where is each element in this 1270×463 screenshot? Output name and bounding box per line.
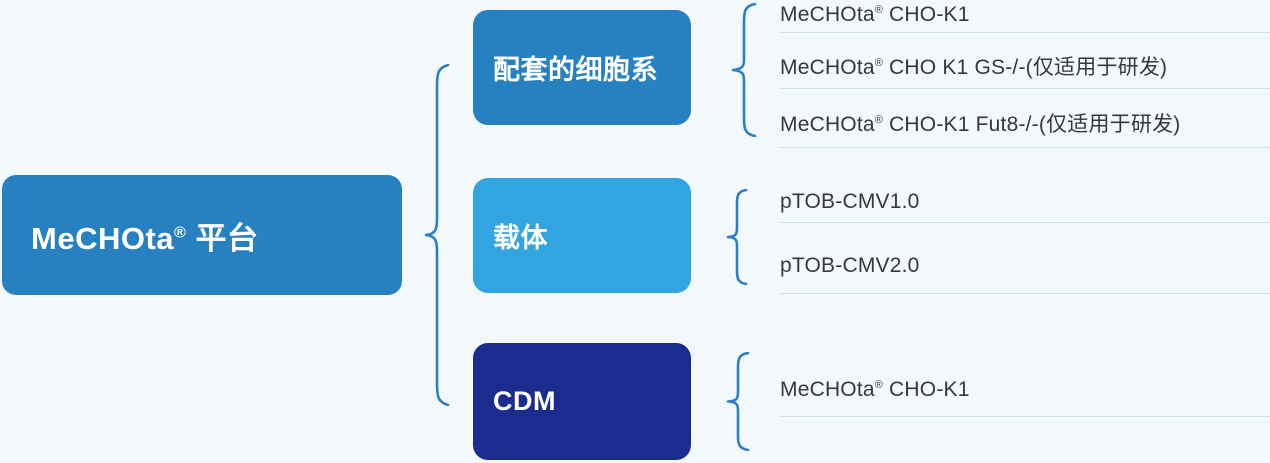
platform-root-node: MeCHOta® 平台 — [2, 175, 402, 295]
branch-vector-label: 载体 — [493, 223, 548, 253]
divider — [779, 147, 1270, 148]
cdm-curly-brace — [726, 352, 750, 451]
divider — [779, 416, 1270, 417]
branch-cdm-label: CDM — [493, 386, 556, 416]
branch-cell-lines-label: 配套的细胞系 — [493, 55, 658, 85]
cdm-item: MeCHOta® CHO-K1 — [780, 378, 970, 401]
divider — [779, 222, 1270, 223]
platform-root-label: MeCHOta® 平台 — [31, 220, 259, 256]
divider — [779, 293, 1270, 294]
branch-vector-node: 载体 — [473, 178, 691, 293]
cell-line-item: MeCHOta® CHO K1 GS-/-(仅适用于研发) — [780, 56, 1168, 79]
branch-cell-lines-node: 配套的细胞系 — [473, 10, 691, 125]
cell-line-item: MeCHOta® CHO-K1 Fut8-/-(仅适用于研发) — [780, 113, 1181, 136]
root-curly-brace — [424, 64, 450, 406]
branch-cdm-node: CDM — [473, 343, 691, 460]
vector-curly-brace — [726, 189, 748, 285]
cell-line-item: MeCHOta® CHO-K1 — [780, 3, 970, 26]
cell-lines-curly-brace — [731, 3, 757, 137]
vector-item: pTOB-CMV2.0 — [780, 254, 920, 277]
vector-item: pTOB-CMV1.0 — [780, 190, 920, 213]
divider — [779, 32, 1270, 33]
divider — [779, 88, 1270, 89]
